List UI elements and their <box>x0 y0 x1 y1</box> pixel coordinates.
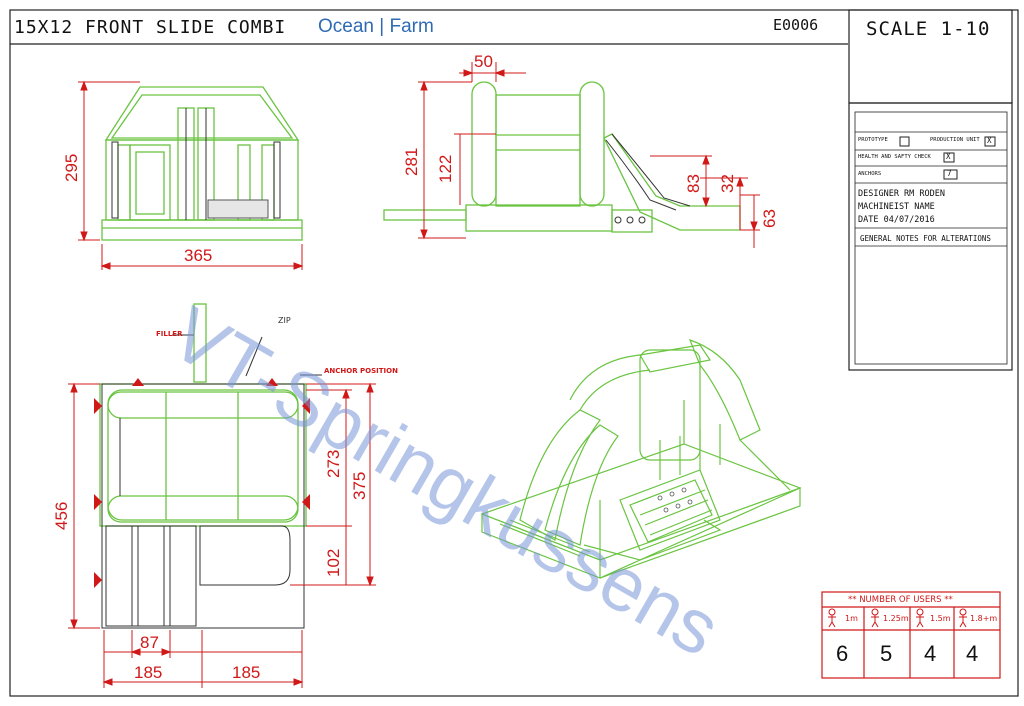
filler-label: FILLER <box>156 330 183 338</box>
plan-left-half-dim: 185 <box>134 663 163 682</box>
side-view-dims <box>418 62 760 248</box>
plan-view-detail <box>101 334 322 629</box>
side-view <box>383 81 741 233</box>
front-view-dims <box>78 80 304 270</box>
plan-slide-dim: 102 <box>324 548 343 577</box>
zip-label: ZIP <box>278 316 291 325</box>
isometric-holes <box>657 487 693 513</box>
anchor-position-label: ANCHOR POSITION <box>324 367 398 375</box>
health-checkbox <box>943 152 955 163</box>
drawing-title: 15X12 FRONT SLIDE COMBI <box>14 17 287 38</box>
prototype-checkbox <box>899 136 910 147</box>
prototype-label: PROTOTYPE <box>858 137 888 143</box>
health-check: X <box>946 152 951 161</box>
side-step-dim: 32 <box>718 174 737 193</box>
side-slide-dim: 83 <box>684 174 703 193</box>
anchors-box <box>943 169 958 180</box>
production-label: PRODUCTION UNIT <box>930 137 980 143</box>
title-block-frame <box>848 102 1013 371</box>
production-checkbox <box>984 136 996 147</box>
user-figures <box>828 608 967 628</box>
drawing-code: E0006 <box>773 16 819 34</box>
front-width-dim: 365 <box>184 246 213 265</box>
users-count-1: 6 <box>836 641 849 666</box>
plan-right-half-dim: 185 <box>232 663 261 682</box>
users-count-4: 4 <box>966 641 979 666</box>
front-view <box>101 86 303 241</box>
users-header-2: 1.25m <box>883 614 909 623</box>
side-base-dim: 63 <box>760 209 779 228</box>
drawing-border <box>9 9 1019 697</box>
plan-lane-dim: 87 <box>140 633 159 652</box>
anchor-markers <box>94 378 310 588</box>
machinist: MACHINEIST NAME <box>858 202 935 212</box>
front-view-detail <box>111 108 281 220</box>
date: DATE 04/07/2016 <box>858 215 935 225</box>
side-view-detail <box>605 133 691 224</box>
plan-length-dim: 456 <box>52 501 71 530</box>
production-check: X <box>987 136 992 145</box>
side-inner-dim: 122 <box>436 154 455 183</box>
isometric-view <box>480 339 802 579</box>
designer: DESIGNER RM RODEN <box>858 189 945 199</box>
side-height-dim: 281 <box>402 147 421 176</box>
users-title: ** NUMBER OF USERS ** <box>848 595 953 605</box>
anchors-value: 7 <box>947 169 952 178</box>
side-top-dim: 50 <box>474 52 493 71</box>
drawing-subtitle: Ocean | Farm <box>318 16 434 37</box>
users-count-2: 5 <box>880 641 893 666</box>
front-height-dim: 295 <box>62 153 81 182</box>
health-label: HEALTH AND SAFTY CHECK <box>858 154 931 160</box>
users-header-3: 1.5m <box>930 614 951 623</box>
users-header-1: 1m <box>845 614 858 623</box>
general-notes: GENERAL NOTES FOR ALTERATIONS <box>860 234 991 243</box>
users-header-4: 1.8+m <box>970 614 998 623</box>
plan-view-dims <box>68 382 376 688</box>
anchors-label: ANCHORS <box>858 171 882 177</box>
scale-label: SCALE 1-10 <box>866 18 991 40</box>
users-count-3: 4 <box>924 641 937 666</box>
users-table <box>821 591 1001 679</box>
